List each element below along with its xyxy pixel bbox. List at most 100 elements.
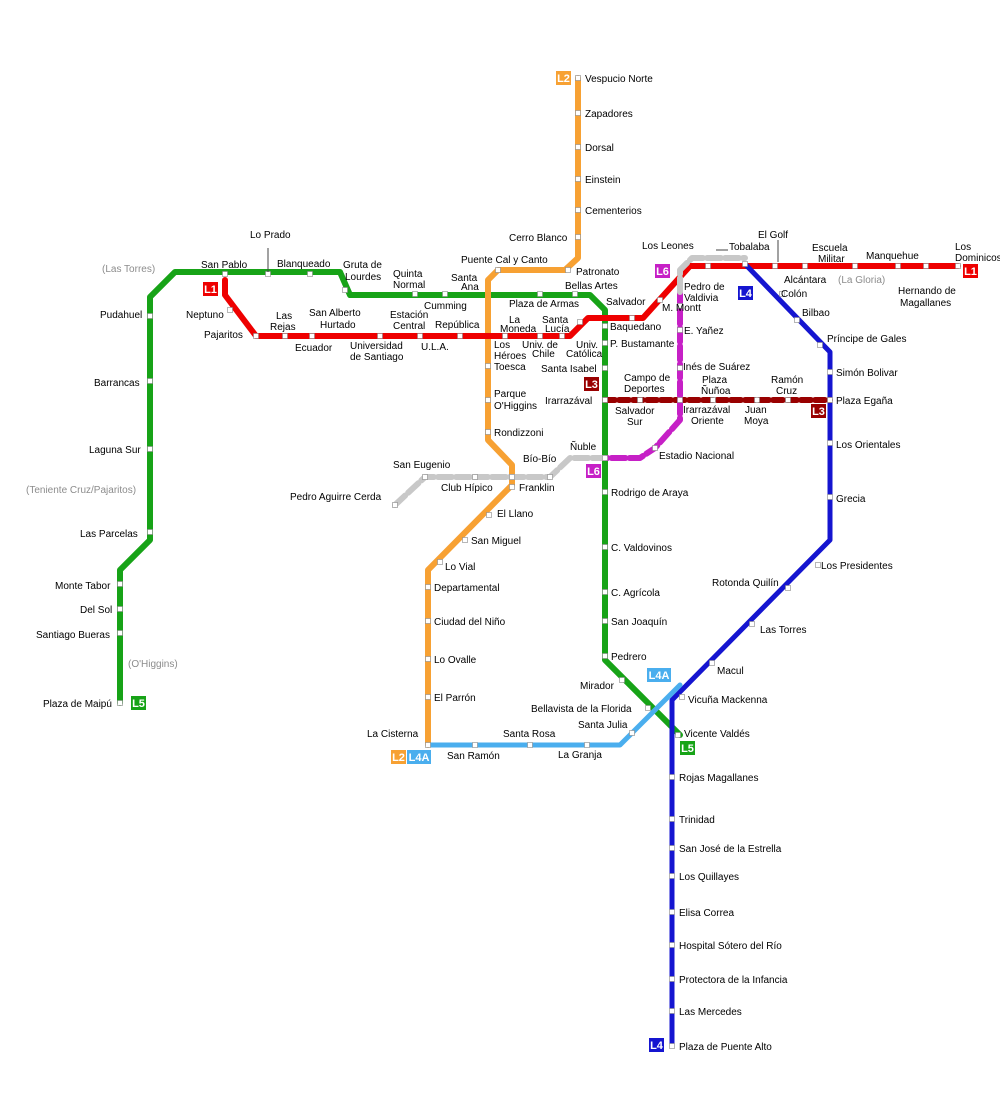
- station-marker[interactable]: [827, 494, 833, 500]
- station-marker[interactable]: [117, 700, 123, 706]
- station-marker[interactable]: [509, 484, 515, 490]
- station-marker[interactable]: [282, 333, 288, 339]
- station-marker[interactable]: [425, 742, 431, 748]
- station-marker[interactable]: [679, 694, 685, 700]
- station-marker[interactable]: [575, 207, 581, 213]
- station-marker[interactable]: [669, 976, 675, 982]
- station-marker[interactable]: [669, 1008, 675, 1014]
- station-marker[interactable]: [675, 732, 681, 738]
- station-marker[interactable]: [602, 365, 608, 371]
- station-marker[interactable]: [629, 315, 635, 321]
- station-marker[interactable]: [657, 297, 663, 303]
- station-marker[interactable]: [117, 630, 123, 636]
- station-marker[interactable]: [955, 263, 961, 269]
- station-marker[interactable]: [827, 397, 833, 403]
- station-marker[interactable]: [669, 873, 675, 879]
- station-marker[interactable]: [147, 313, 153, 319]
- station-marker[interactable]: [785, 397, 791, 403]
- station-marker[interactable]: [602, 489, 608, 495]
- station-marker[interactable]: [677, 397, 683, 403]
- station-marker[interactable]: [559, 333, 565, 339]
- station-marker[interactable]: [422, 474, 428, 480]
- station-marker[interactable]: [669, 845, 675, 851]
- station-marker[interactable]: [652, 445, 658, 451]
- station-marker[interactable]: [827, 440, 833, 446]
- station-marker[interactable]: [709, 660, 715, 666]
- station-marker[interactable]: [710, 397, 716, 403]
- station-marker[interactable]: [486, 512, 492, 518]
- station-marker[interactable]: [895, 263, 901, 269]
- station-marker[interactable]: [677, 365, 683, 371]
- station-marker[interactable]: [485, 363, 491, 369]
- station-marker[interactable]: [785, 585, 791, 591]
- station-marker[interactable]: [923, 263, 929, 269]
- station-marker[interactable]: [425, 694, 431, 700]
- station-marker[interactable]: [602, 653, 608, 659]
- station-marker[interactable]: [602, 397, 608, 403]
- station-marker[interactable]: [779, 291, 785, 297]
- station-marker[interactable]: [547, 474, 553, 480]
- station-marker[interactable]: [147, 446, 153, 452]
- station-marker[interactable]: [309, 333, 315, 339]
- station-marker[interactable]: [677, 327, 683, 333]
- station-marker[interactable]: [485, 397, 491, 403]
- station-marker[interactable]: [412, 291, 418, 297]
- station-marker[interactable]: [253, 333, 259, 339]
- station-marker[interactable]: [265, 271, 271, 277]
- station-marker[interactable]: [442, 291, 448, 297]
- station-marker[interactable]: [342, 287, 348, 293]
- station-marker[interactable]: [827, 369, 833, 375]
- station-marker[interactable]: [472, 474, 478, 480]
- station-marker[interactable]: [572, 291, 578, 297]
- station-marker[interactable]: [602, 618, 608, 624]
- station-marker[interactable]: [227, 307, 233, 313]
- station-marker[interactable]: [802, 263, 808, 269]
- station-marker[interactable]: [537, 291, 543, 297]
- station-marker[interactable]: [619, 677, 625, 683]
- station-marker[interactable]: [669, 909, 675, 915]
- station-marker[interactable]: [794, 317, 800, 323]
- station-marker[interactable]: [742, 261, 748, 267]
- station-marker[interactable]: [117, 606, 123, 612]
- station-marker[interactable]: [509, 474, 515, 480]
- station-marker[interactable]: [502, 333, 508, 339]
- station-marker[interactable]: [815, 562, 821, 568]
- station-marker[interactable]: [575, 234, 581, 240]
- station-marker[interactable]: [437, 559, 443, 565]
- station-marker[interactable]: [705, 263, 711, 269]
- station-marker[interactable]: [457, 333, 463, 339]
- station-marker[interactable]: [575, 75, 581, 81]
- station-marker[interactable]: [645, 705, 651, 711]
- station-marker[interactable]: [575, 144, 581, 150]
- station-marker[interactable]: [485, 429, 491, 435]
- station-marker[interactable]: [852, 263, 858, 269]
- station-marker[interactable]: [669, 1043, 675, 1049]
- station-marker[interactable]: [749, 621, 755, 627]
- station-marker[interactable]: [147, 529, 153, 535]
- station-marker[interactable]: [417, 333, 423, 339]
- station-marker[interactable]: [602, 340, 608, 346]
- station-marker[interactable]: [222, 271, 228, 277]
- station-marker[interactable]: [575, 110, 581, 116]
- station-marker[interactable]: [677, 303, 683, 309]
- station-marker[interactable]: [527, 742, 533, 748]
- station-marker[interactable]: [307, 271, 313, 277]
- station-marker[interactable]: [669, 774, 675, 780]
- station-marker[interactable]: [425, 618, 431, 624]
- station-marker[interactable]: [117, 581, 123, 587]
- station-marker[interactable]: [669, 816, 675, 822]
- station-marker[interactable]: [537, 333, 543, 339]
- station-marker[interactable]: [377, 333, 383, 339]
- station-marker[interactable]: [462, 537, 468, 543]
- station-marker[interactable]: [392, 502, 398, 508]
- station-marker[interactable]: [772, 263, 778, 269]
- station-marker[interactable]: [754, 397, 760, 403]
- station-marker[interactable]: [602, 544, 608, 550]
- station-marker[interactable]: [817, 342, 823, 348]
- station-marker[interactable]: [629, 730, 635, 736]
- station-marker[interactable]: [147, 378, 153, 384]
- station-marker[interactable]: [577, 319, 583, 325]
- station-marker[interactable]: [565, 267, 571, 273]
- station-marker[interactable]: [425, 584, 431, 590]
- station-marker[interactable]: [637, 397, 643, 403]
